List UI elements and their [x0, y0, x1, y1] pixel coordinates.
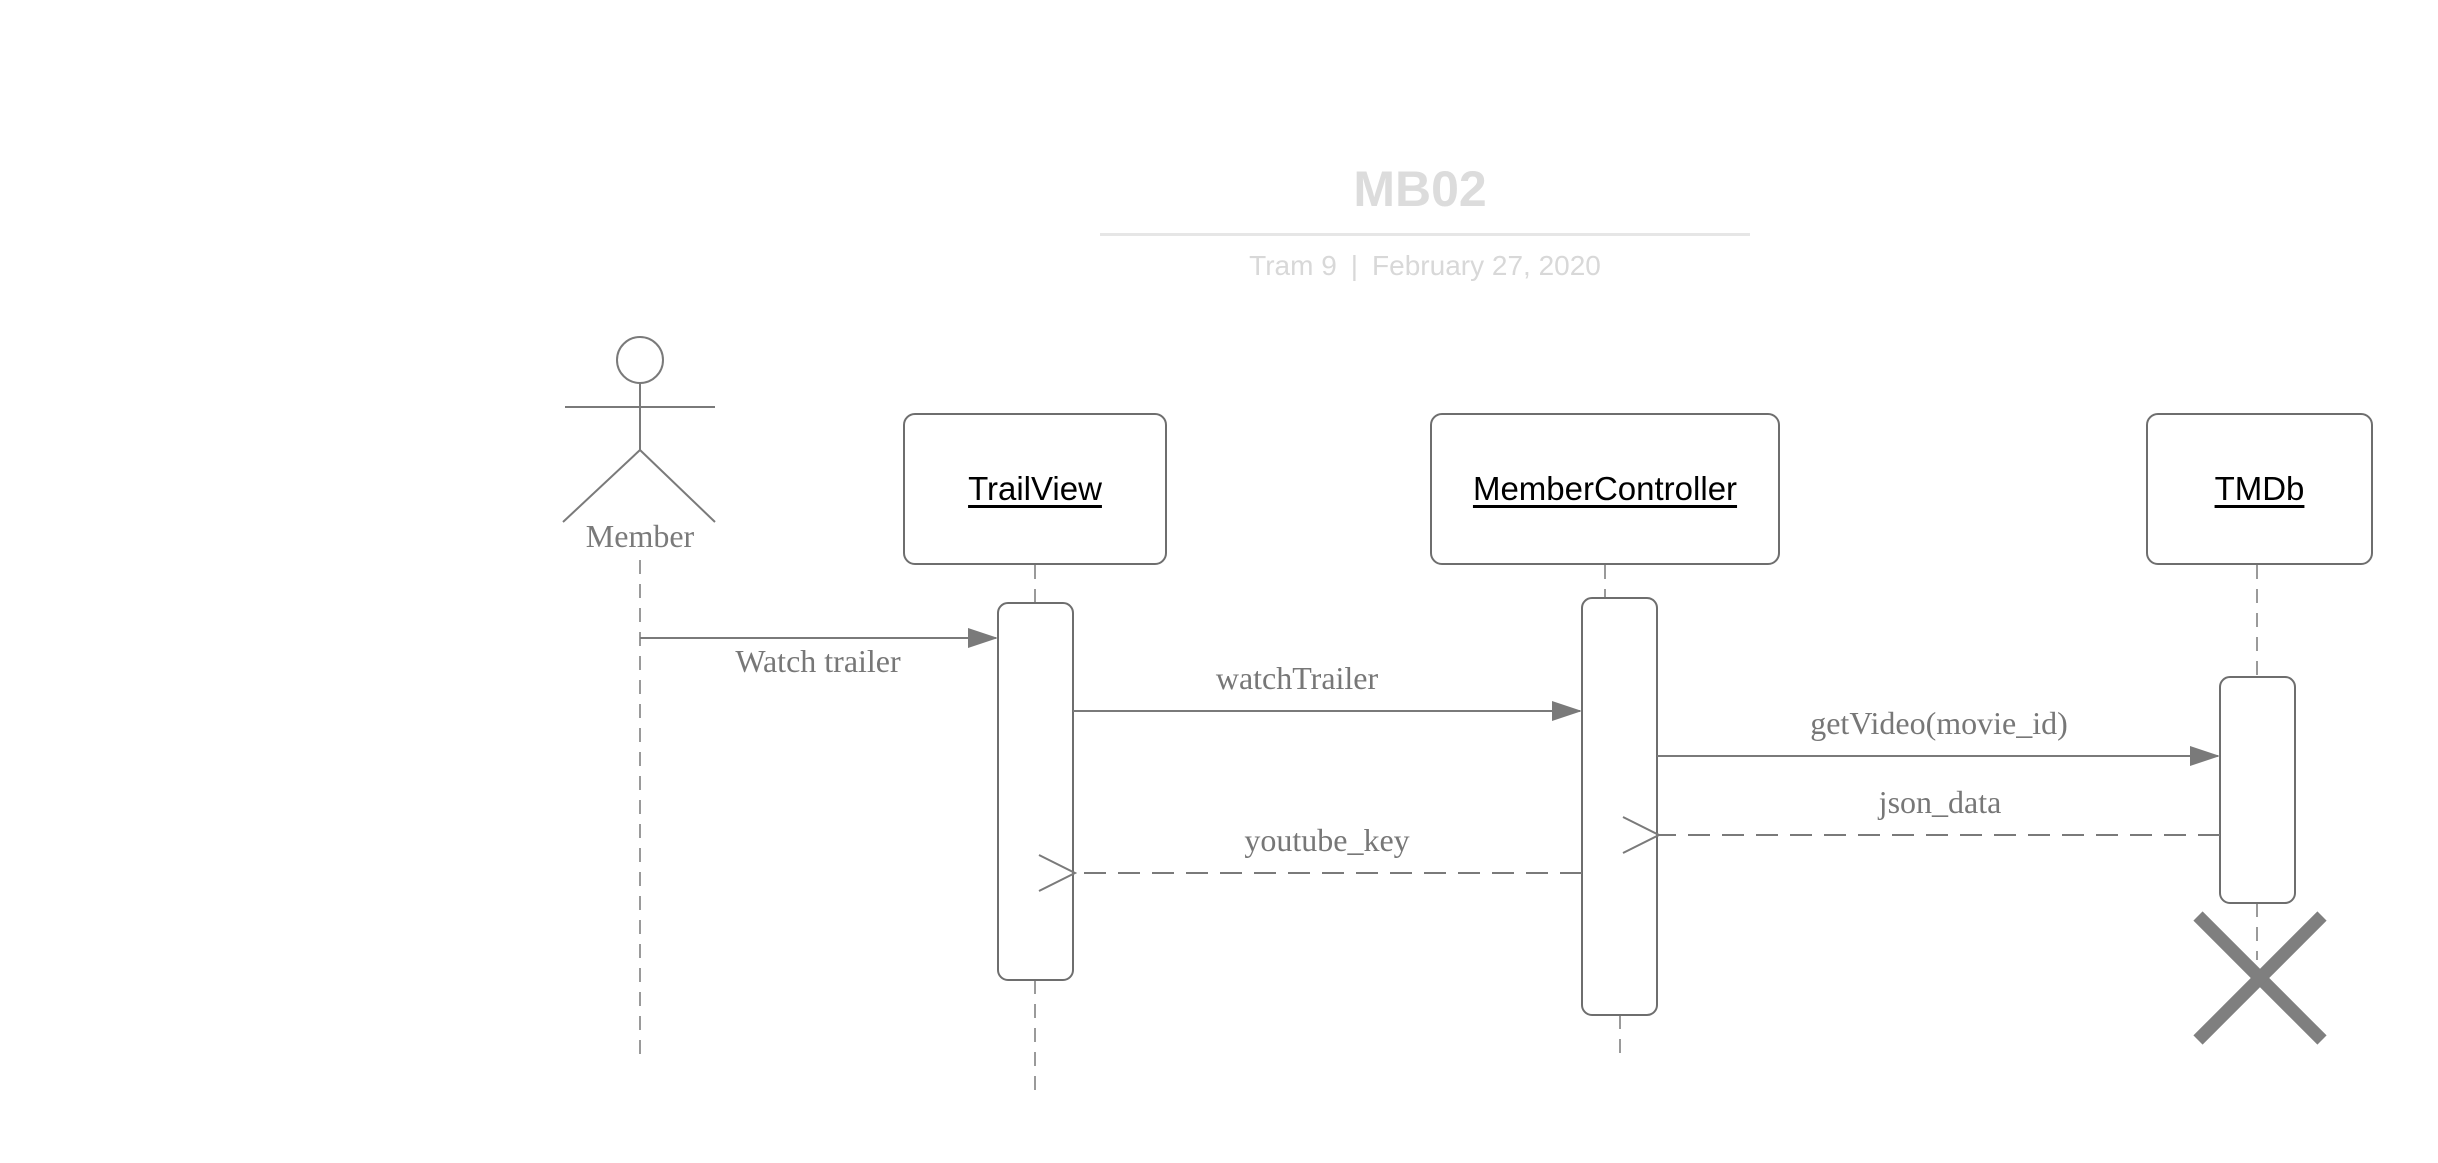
message-watchtrailer-label: watchTrailer: [1215, 660, 1379, 696]
diagram-subtitle: Tram 9 | February 27, 2020: [1100, 250, 1750, 282]
lifeline-membercontroller: MemberController: [1430, 413, 1780, 565]
message-watch-trailer-label: Watch trailer: [735, 643, 901, 679]
lifeline-trailview: TrailView: [903, 413, 1167, 565]
actor-member-label: Member: [585, 518, 695, 554]
subtitle-separator: |: [1350, 250, 1359, 281]
message-youtube-key-label: youtube_key: [1244, 822, 1410, 858]
title-divider: [1100, 233, 1750, 236]
actor-head: [616, 336, 664, 384]
subtitle-date: February 27, 2020: [1372, 250, 1601, 281]
lifeline-trailview-label: TrailView: [968, 470, 1102, 507]
message-getvideo-label: getVideo(movie_id): [1810, 705, 2068, 741]
membercontroller-activation: [1581, 597, 1658, 1016]
actor-member-figure: [562, 336, 716, 523]
lifeline-membercontroller-label: MemberController: [1472, 470, 1738, 507]
tmdb-destroy-x-icon: [2193, 911, 2327, 1045]
subtitle-team: Tram 9: [1249, 250, 1337, 281]
actor-left-leg: [562, 449, 641, 523]
message-json-data-label: json_data: [1878, 784, 2002, 820]
tmdb-activation: [2219, 676, 2296, 904]
lifeline-tmdb-label: TMDb: [2214, 470, 2305, 507]
lifeline-tmdb: TMDb: [2146, 413, 2373, 565]
diagram-title: MB02: [1353, 161, 1487, 217]
actor-right-leg: [639, 449, 716, 523]
trailview-activation: [997, 602, 1074, 981]
